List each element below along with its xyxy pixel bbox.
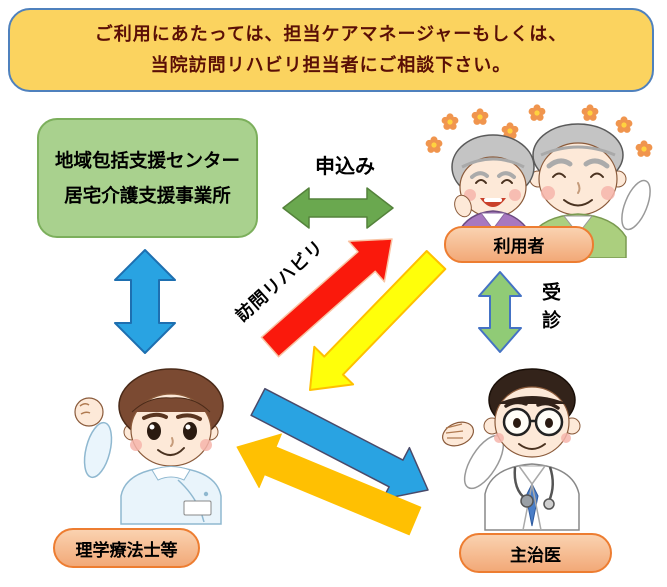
consultation-label: 受診 [539, 282, 560, 338]
rehab-to-user-arrow [260, 238, 393, 358]
application-label: 申込み [315, 156, 375, 178]
therapist-figure [74, 368, 224, 525]
doctor-illustration [442, 368, 581, 531]
user-pill-label: 利用者 [493, 237, 545, 256]
doctor-pill: 主治医 [459, 533, 612, 573]
doctor-figure [442, 368, 581, 531]
visiting-rehab-label: 訪問リハビリ [231, 236, 328, 326]
notice-banner: ご利用にあたっては、担当ケアマネージャーもしくは、 当院訪問リハビリ担当者にご相… [8, 8, 654, 92]
doctor-to-therapist-arrow [236, 433, 422, 536]
flower-icon [528, 104, 546, 121]
flower-icon [441, 113, 459, 130]
notice-banner-line1: ご利用にあたっては、担当ケアマネージャーもしくは、 [94, 24, 568, 45]
flower-icon [581, 104, 599, 121]
therapist-pill: 理学療法士等 [53, 528, 200, 568]
user-to-therapist-arrow [309, 250, 447, 391]
flower-icon [635, 140, 653, 157]
therapist-illustration [74, 368, 224, 525]
doctor-pill-label: 主治医 [510, 545, 561, 565]
flower-icon [425, 136, 443, 153]
consultation-arrow [478, 271, 522, 353]
flower-icon [615, 116, 633, 133]
org-therapist-arrow [114, 249, 176, 354]
therapist-to-doctor-arrow [250, 387, 429, 500]
user-pill: 利用者 [444, 226, 594, 263]
elderly-couple-illustration [425, 104, 653, 258]
therapist-pill-label: 理学療法士等 [75, 540, 178, 560]
grandma-figure [451, 134, 535, 258]
notice-banner-line2: 当院訪問リハビリ担当者にご相談下さい。 [150, 55, 512, 75]
support-center-line2: 居宅介護支援事業所 [64, 185, 231, 206]
flower-icon [471, 108, 489, 125]
application-arrow [282, 187, 394, 229]
support-center-line1: 地域包括支援センター [54, 149, 240, 171]
support-center-box: 地域包括支援センター 居宅介護支援事業所 [37, 118, 258, 238]
